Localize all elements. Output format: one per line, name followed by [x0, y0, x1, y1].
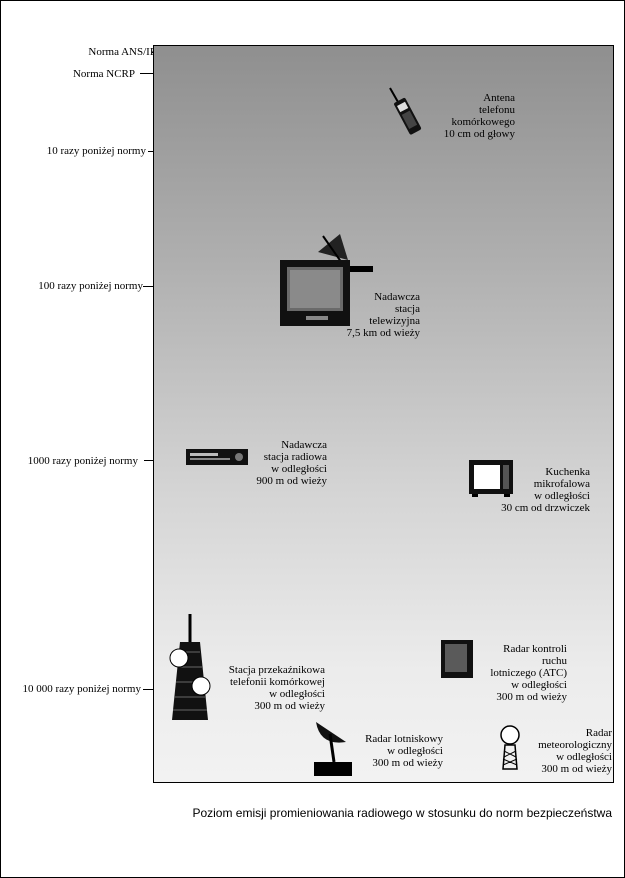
relay-tower-icon — [169, 614, 211, 720]
level-ncrp-label: Norma NCRP — [72, 68, 135, 80]
tv-station-icon — [280, 234, 373, 326]
radio-receiver-icon — [186, 449, 248, 465]
mobile-phone-icon — [389, 87, 422, 135]
level-ans-ieee-label: Norma ANS/IEEE — [88, 46, 170, 58]
emission-scale-panel — [153, 45, 614, 783]
level-ncrp-tick — [140, 73, 164, 74]
level-100x-label: 100 razy poniżej normy — [38, 280, 143, 292]
level-10x-label: 10 razy poniżej normy — [46, 145, 146, 157]
level-1000x-label: 1000 razy poniżej normy — [27, 455, 138, 467]
weather-radar-icon — [500, 725, 520, 770]
level-10000x-label: 10 000 razy poniżej normy — [22, 683, 141, 695]
figure-caption: Poziom emisji promieniowania radiowego w… — [192, 806, 612, 820]
airport-radar-dish-icon — [314, 722, 352, 776]
microwave-oven-icon — [469, 460, 513, 497]
atc-radar-icon — [441, 640, 473, 678]
